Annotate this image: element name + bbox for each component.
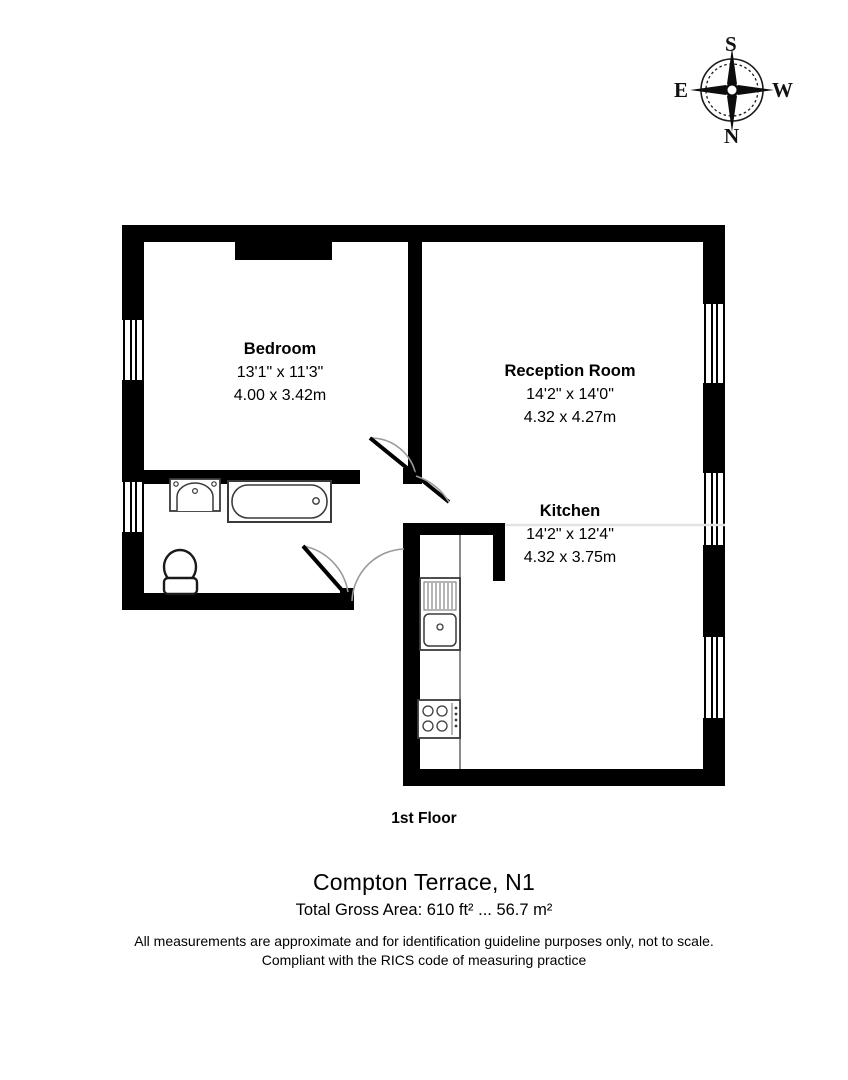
window-bathroom-left [123, 482, 144, 533]
window-kitchen-right [704, 637, 725, 718]
room-name-reception-room: Reception Room [504, 362, 636, 380]
room-dims-imperial-reception-room: 14'2" x 14'0" [526, 386, 614, 403]
total-gross-area: Total Gross Area: 610 ft² ... 56.7 m² [295, 901, 553, 919]
compass-rose: S N E W [672, 32, 793, 148]
compass-label-north: N [724, 124, 740, 148]
room-dims-metric-reception-room: 4.32 x 4.27m [523, 409, 617, 426]
door-bathroom [301, 544, 405, 602]
compass-label-west: W [772, 78, 793, 102]
floor-title: 1st Floor [391, 810, 457, 827]
kitchen-sink-icon [419, 577, 461, 651]
room-dims-metric-kitchen: 4.32 x 3.75m [523, 549, 617, 566]
window-group [123, 304, 725, 718]
property-address: Compton Terrace, N1 [313, 869, 535, 895]
room-name-kitchen: Kitchen [539, 502, 601, 520]
room-name-bedroom: Bedroom [243, 340, 317, 358]
window-reception-right-1 [704, 304, 725, 383]
toilet-icon [162, 548, 199, 596]
room-label-bedroom: Bedroom 13'1" x 11'3" 4.00 x 3.42m [180, 338, 380, 407]
door-reception [368, 436, 451, 504]
disclaimer-line-2: Compliant with the RICS code of measurin… [261, 952, 587, 968]
compass-rose-icon [690, 48, 774, 132]
door-group [301, 436, 451, 602]
room-dims-imperial-bedroom: 13'1" x 11'3" [236, 364, 324, 381]
disclaimer-text: All measurements are approximate and for… [0, 932, 848, 970]
window-reception-right-2 [704, 473, 725, 545]
room-label-reception-room: Reception Room 14'2" x 14'0" 4.32 x 4.27… [470, 360, 670, 429]
room-dims-imperial-kitchen: 14'2" x 12'4" [526, 526, 614, 543]
room-dims-metric-bedroom: 4.00 x 3.42m [233, 387, 327, 404]
bathtub-icon [227, 480, 332, 523]
disclaimer-line-1: All measurements are approximate and for… [134, 933, 714, 949]
compass-label-east: E [674, 78, 689, 102]
window-bedroom-left [123, 320, 144, 380]
cooker-hob-icon [417, 699, 461, 739]
kitchen-fixtures [417, 535, 461, 769]
wall-group [122, 225, 725, 786]
compass-label-south: S [725, 32, 737, 56]
room-label-kitchen: Kitchen 14'2" x 12'4" 4.32 x 3.75m [470, 500, 670, 569]
wash-basin-icon [169, 478, 221, 512]
bathroom-fixtures [162, 478, 332, 596]
